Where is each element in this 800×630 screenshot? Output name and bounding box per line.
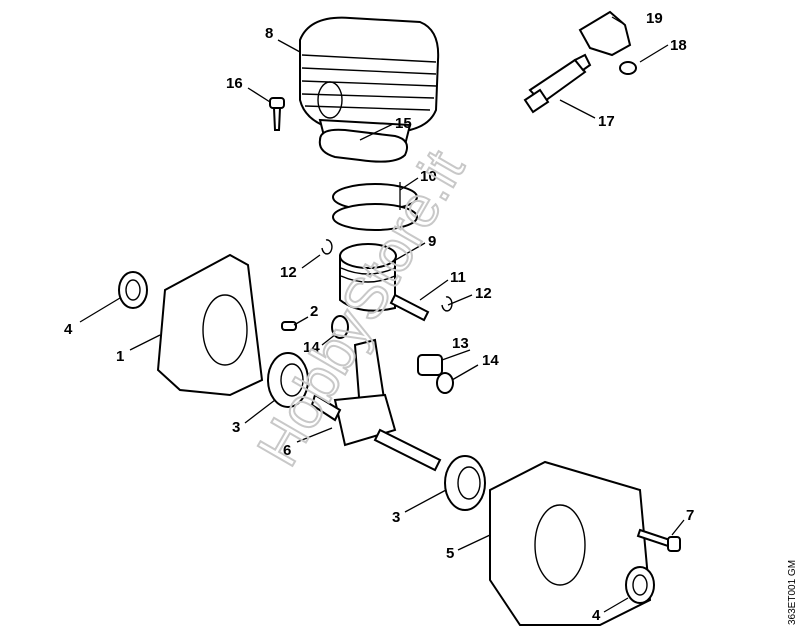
screw: [269, 97, 285, 131]
label-13: 13: [452, 335, 469, 352]
spark-plug: [523, 53, 592, 114]
thrust-washer: [436, 372, 454, 394]
circlip: [321, 239, 333, 255]
label-6: 6: [283, 442, 291, 459]
label-3: 3: [232, 419, 240, 436]
label-4: 4: [592, 607, 601, 624]
label-14: 14: [482, 352, 499, 369]
label-17: 17: [598, 113, 615, 130]
label-7: 7: [686, 507, 694, 524]
label-9: 9: [428, 233, 436, 250]
label-2: 2: [310, 303, 318, 320]
label-12: 12: [280, 264, 297, 281]
label-3: 3: [392, 509, 400, 526]
needle-cage: [417, 354, 443, 376]
label-11: 11: [450, 269, 466, 286]
label-1: 1: [116, 348, 124, 365]
drawing-code: 363ET001 GM: [787, 560, 798, 625]
cylinder: [299, 16, 440, 147]
label-16: 16: [226, 75, 243, 92]
piston-pin: [389, 293, 430, 322]
label-19: 19: [646, 10, 663, 27]
label-5: 5: [446, 545, 454, 562]
crankcase-bore: [202, 294, 248, 366]
label-12: 12: [475, 285, 492, 302]
label-18: 18: [670, 37, 687, 54]
dowel-pin: [281, 321, 297, 331]
leader-lines: [79, 16, 685, 613]
thrust-washer: [331, 315, 349, 339]
cylinder-gasket: [318, 128, 408, 163]
piston-ring: [332, 203, 418, 231]
circlip: [441, 296, 453, 312]
ball-bearing: [444, 455, 486, 511]
label-4: 4: [64, 321, 73, 338]
label-10: 10: [420, 168, 437, 185]
label-15: 15: [395, 115, 412, 132]
oil-seal: [625, 566, 655, 604]
spring: [619, 61, 637, 75]
label-14: 14: [303, 339, 320, 356]
spark-plug-boot: [578, 10, 632, 57]
crankcase-half: [489, 460, 652, 626]
piston: [339, 243, 397, 312]
label-8: 8: [265, 25, 273, 42]
oil-seal: [118, 271, 148, 309]
crankshaft: [310, 338, 442, 472]
